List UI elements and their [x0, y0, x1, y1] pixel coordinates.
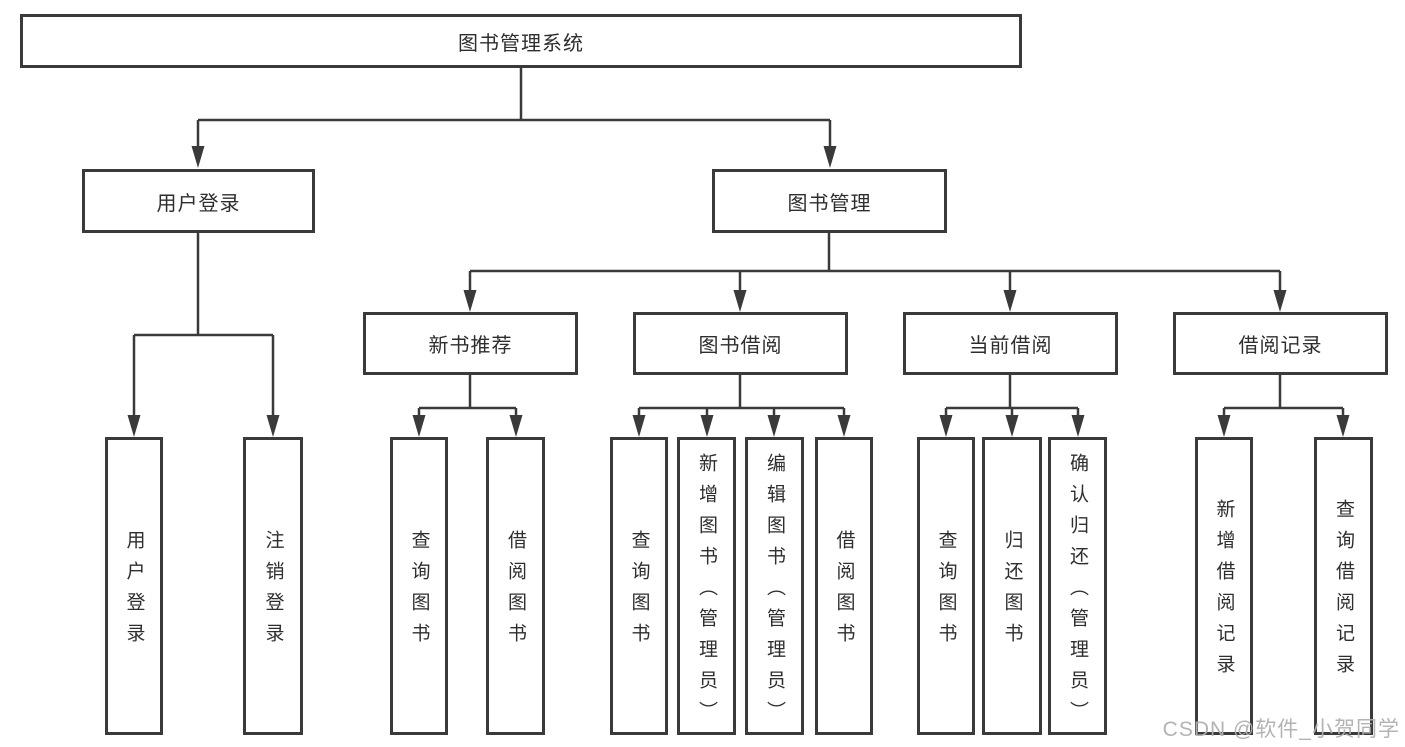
node-label: 用户登录	[156, 192, 241, 215]
leaf-label: 注销登录	[262, 530, 284, 654]
leaf-borrow-books-2: 借阅图书	[815, 437, 873, 735]
node-label: 图书管理	[787, 192, 872, 215]
leaf-label: 编辑图书（管理员）	[764, 452, 785, 732]
leaf-query-borrow-record: 查询借阅记录	[1314, 437, 1373, 735]
leaf-label: 查询借阅记录	[1333, 499, 1354, 685]
node-user-login: 用户登录	[82, 169, 315, 233]
leaf-label: 借阅图书	[833, 530, 855, 654]
leaf-add-books-admin: 新增图书（管理员）	[677, 437, 736, 735]
node-library-management-system: 图书管理系统	[20, 14, 1022, 68]
leaf-borrow-books-1: 借阅图书	[486, 437, 545, 735]
node-new-book-recommendation: 新书推荐	[363, 312, 578, 375]
node-label: 图书借阅	[698, 335, 783, 357]
node-book-management: 图书管理	[712, 169, 947, 233]
leaf-label: 新增图书（管理员）	[696, 452, 717, 732]
node-label: 借阅记录	[1238, 335, 1323, 357]
watermark: CSDN @软件_小贺同学	[1162, 718, 1400, 741]
node-label: 图书管理系统	[458, 32, 584, 55]
leaf-label: 确认归还（管理员）	[1067, 452, 1088, 732]
leaf-label: 查询图书	[628, 530, 650, 654]
leaf-user-login: 用户登录	[105, 437, 163, 735]
leaf-label: 用户登录	[123, 530, 145, 654]
leaf-label: 查询图书	[408, 530, 430, 654]
leaf-return-books: 归还图书	[982, 437, 1042, 735]
node-current-borrowing: 当前借阅	[903, 312, 1118, 375]
leaf-query-books-3: 查询图书	[917, 437, 975, 735]
leaf-label: 新增借阅记录	[1213, 499, 1235, 685]
leaf-edit-books-admin: 编辑图书（管理员）	[745, 437, 804, 735]
leaf-logout: 注销登录	[243, 437, 303, 735]
node-borrowing-records: 借阅记录	[1173, 312, 1388, 375]
leaf-confirm-return-admin: 确认归还（管理员）	[1048, 437, 1107, 735]
node-book-borrowing: 图书借阅	[633, 312, 848, 375]
node-label: 当前借阅	[968, 335, 1053, 357]
leaf-label: 查询图书	[935, 530, 957, 654]
arrowheads	[127, 146, 1350, 437]
node-label: 新书推荐	[428, 335, 513, 357]
leaf-query-books-2: 查询图书	[610, 437, 668, 735]
leaf-label: 借阅图书	[505, 530, 526, 654]
leaf-query-books-1: 查询图书	[390, 437, 448, 735]
leaf-add-borrow-record: 新增借阅记录	[1195, 437, 1253, 735]
leaf-label: 归还图书	[1001, 530, 1023, 654]
